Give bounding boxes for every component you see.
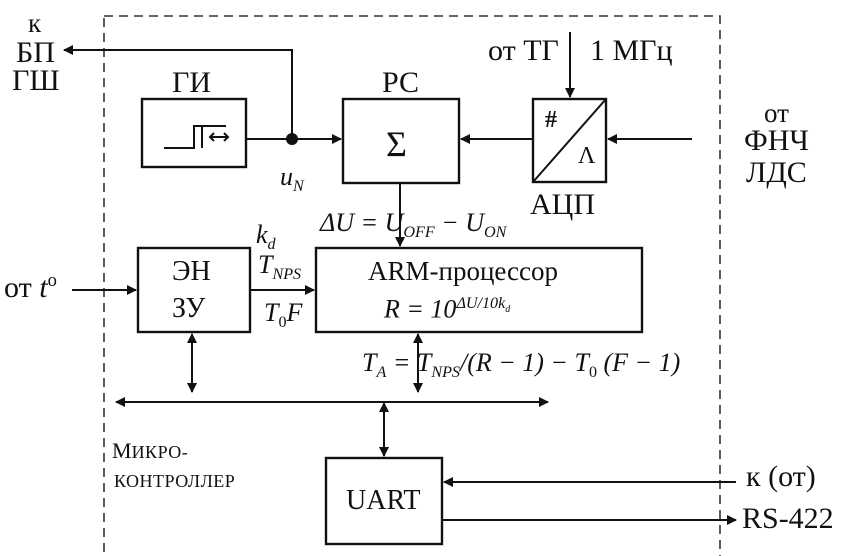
sigma-symbol: Σ	[386, 124, 407, 164]
delta-u-formula: ΔU = UOFF − UON	[320, 208, 507, 242]
label-from-tg: от ТГ	[488, 34, 559, 67]
label-k-ot: к (от)	[746, 460, 816, 493]
label-gsh: ГШ	[12, 64, 60, 97]
r-formula: R = 10ΔU/10kd	[384, 294, 511, 324]
label-rs: РС	[382, 66, 420, 99]
hysteresis-icon	[164, 125, 230, 149]
label-frequency: 1 МГц	[590, 34, 673, 67]
adc-diagonal	[532, 98, 607, 183]
arm-box	[314, 246, 644, 334]
label-microcontroller-line2: КОНТРОЛЛЕР	[114, 471, 236, 491]
label-gi: ГИ	[172, 66, 212, 99]
label-rs422: RS-422	[742, 502, 834, 535]
label-u-n: uN	[280, 162, 304, 196]
label-kd: kd	[256, 220, 276, 254]
to-bp-gsh-line	[63, 45, 293, 139]
label-en: ЭН	[172, 256, 211, 287]
uart-box	[324, 456, 444, 546]
ta-formula: TA = TNPS/(R − 1) − T0 (F − 1)	[362, 348, 681, 382]
label-ot-fnch: от	[764, 98, 789, 128]
label-zu: ЗУ	[172, 293, 206, 324]
label-tnps: TNPS	[258, 250, 302, 284]
microcontroller-boundary	[103, 15, 721, 556]
label-arm-processor: ARM-процессор	[368, 256, 559, 286]
adc-hash-symbol: #	[545, 107, 557, 133]
label-fnch: ФНЧ	[744, 124, 809, 157]
label-adc: АЦП	[530, 188, 595, 221]
label-t0f: T0F	[264, 298, 303, 332]
label-from-t: от to	[4, 270, 57, 304]
label-uart: UART	[346, 485, 421, 516]
label-bp: БП	[16, 36, 55, 69]
label-lds: ЛДС	[746, 156, 807, 189]
adc-wave-symbol: Λ	[578, 143, 596, 169]
label-microcontroller-line1: МИКРО-	[112, 438, 189, 463]
label-k-top: к	[28, 8, 42, 38]
rs-box	[341, 97, 461, 185]
